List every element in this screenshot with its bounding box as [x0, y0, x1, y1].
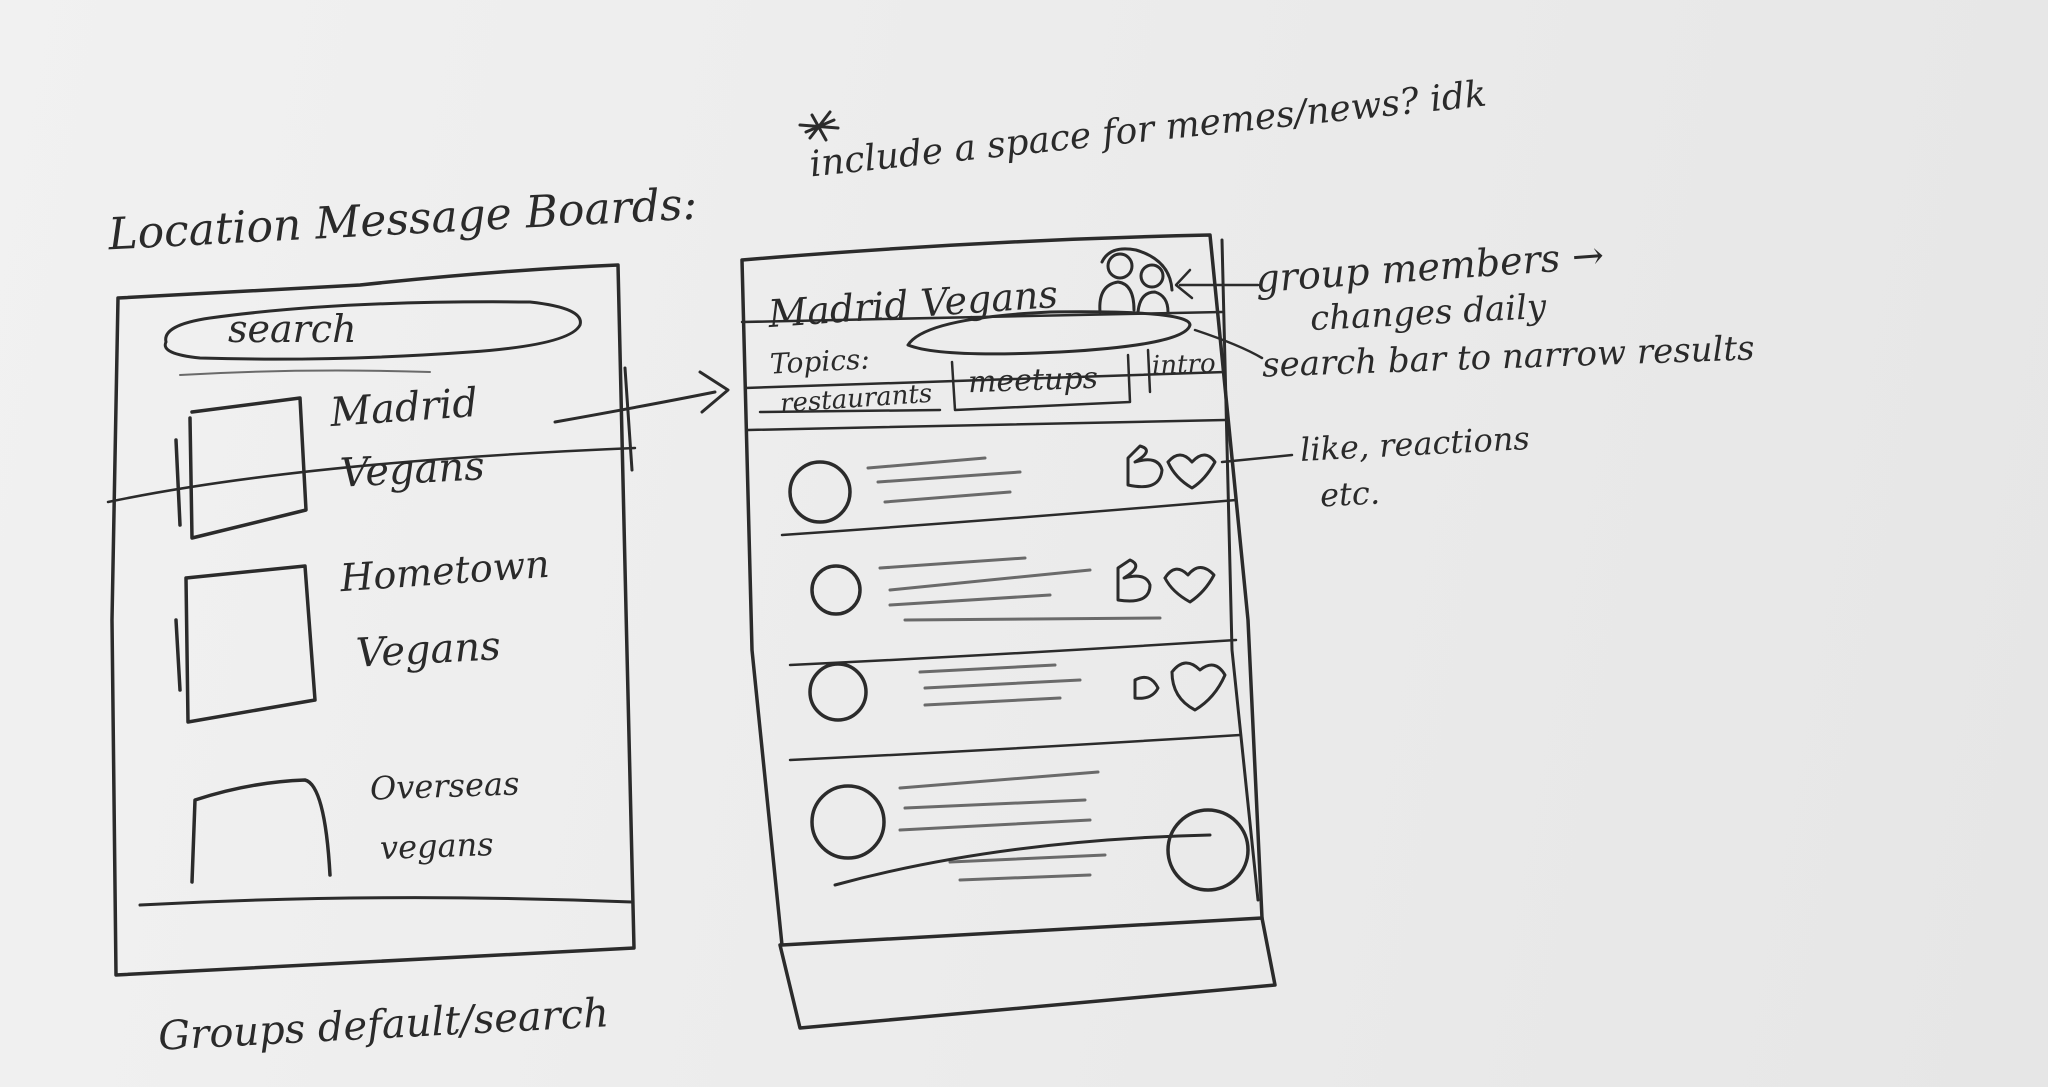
topic-tabs — [743, 238, 1260, 902]
group-name-overseas-line1[interactable]: Overseas — [369, 764, 521, 808]
group-name-madrid-line2[interactable]: Vegans — [338, 443, 486, 497]
annotation-pointers — [1174, 268, 1294, 464]
tab-intro[interactable]: intro — [1151, 350, 1217, 380]
reaction-icons-3[interactable] — [1133, 661, 1227, 712]
board-phone-frame — [740, 233, 1277, 1030]
avatar — [810, 564, 862, 616]
group-name-overseas-line2[interactable]: vegans — [379, 825, 495, 867]
avatar — [810, 784, 886, 860]
group-thumbnail-hometown[interactable] — [174, 564, 317, 724]
groups-search-field[interactable] — [163, 300, 582, 376]
tab-meetups[interactable]: meetups — [967, 360, 1099, 401]
group-name-madrid-line1[interactable]: Madrid — [328, 379, 480, 437]
topics-label: Topics: — [769, 342, 871, 381]
group-name-hometown-line2[interactable]: Vegans — [354, 623, 502, 677]
group-thumbnail-madrid[interactable] — [174, 396, 308, 540]
groups-phone-frame — [110, 263, 636, 977]
groups-search-label: search — [228, 307, 357, 351]
reaction-icons-2[interactable] — [1116, 558, 1216, 604]
navigation-arrow-icon — [553, 366, 730, 472]
avatar — [1166, 808, 1250, 892]
post-item-1[interactable] — [780, 456, 1238, 537]
likes-annotation-line2: etc. — [1319, 473, 1381, 515]
avatar — [788, 460, 852, 524]
group-thumbnail-overseas[interactable] — [190, 778, 332, 884]
post-item-4[interactable] — [810, 770, 1250, 892]
group-members-icon[interactable] — [1098, 247, 1174, 314]
reaction-icons-1[interactable] — [1126, 444, 1217, 490]
star-icon — [798, 110, 840, 142]
post-item-3[interactable] — [788, 662, 1242, 762]
board-search-bar[interactable] — [740, 310, 1224, 356]
avatar — [808, 662, 868, 722]
post-item-2[interactable] — [788, 556, 1238, 667]
